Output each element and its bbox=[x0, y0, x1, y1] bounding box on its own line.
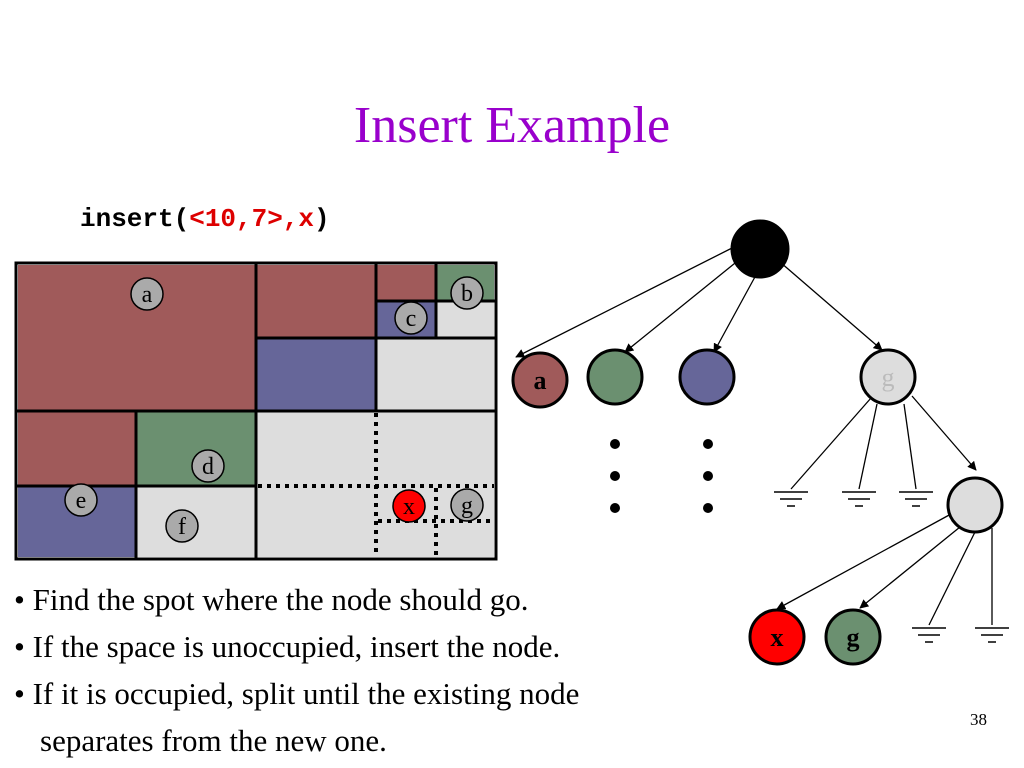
bullet-item: • If the space is unoccupied, insert the… bbox=[14, 629, 561, 664]
code-args: <10,7>,x bbox=[189, 204, 315, 234]
bullet-continuation: separates from the new one. bbox=[40, 723, 387, 758]
label-a: a bbox=[142, 282, 153, 308]
label-e: e bbox=[76, 488, 87, 514]
slide-number: 38 bbox=[970, 710, 987, 729]
code-suffix: ) bbox=[314, 204, 330, 234]
bullet-list: • Find the spot where the node should go… bbox=[14, 576, 754, 764]
tree-node-green bbox=[586, 348, 644, 406]
tree-node-g-label: g bbox=[847, 623, 860, 652]
ground-icon bbox=[899, 491, 933, 507]
label-b: b bbox=[461, 281, 473, 307]
tree-node-x-label: x bbox=[771, 623, 784, 652]
null-pointers bbox=[774, 491, 1009, 643]
ground-icon bbox=[975, 627, 1009, 643]
label-f: f bbox=[178, 514, 186, 540]
label-g: g bbox=[461, 493, 473, 519]
region-tr-red bbox=[257, 265, 376, 338]
tree-node-a bbox=[511, 351, 569, 409]
label-x: x bbox=[403, 494, 415, 520]
tree-node-split bbox=[946, 476, 1004, 534]
ellipsis-dots bbox=[610, 439, 713, 513]
ground-icon bbox=[842, 491, 876, 507]
root-node bbox=[730, 219, 790, 279]
bullet-item: • If it is occupied, split until the exi… bbox=[14, 676, 580, 711]
tree-node-a-label: a bbox=[534, 366, 547, 395]
insert-call: insert(<10,7>,x) bbox=[80, 204, 330, 234]
region-tr-small-red bbox=[377, 265, 436, 301]
label-c: c bbox=[406, 306, 417, 332]
ground-icon bbox=[774, 491, 808, 507]
region-tr-empty2 bbox=[377, 339, 494, 411]
ground-icon bbox=[912, 627, 946, 643]
tree-node-g-old bbox=[859, 348, 917, 406]
code-prefix: insert( bbox=[80, 204, 190, 234]
tree-node-g bbox=[824, 608, 882, 666]
region-tr-blue bbox=[257, 339, 376, 411]
quadtree bbox=[515, 244, 993, 626]
tree-node-blue bbox=[678, 348, 736, 406]
bullet-item: • Find the spot where the node should go… bbox=[14, 582, 529, 617]
label-d: d bbox=[202, 454, 214, 480]
slide-title: Insert Example bbox=[353, 97, 671, 154]
region-bl-red bbox=[18, 412, 136, 486]
tree-node-x bbox=[748, 608, 806, 666]
tree-node-g-old-label: g bbox=[882, 363, 895, 392]
